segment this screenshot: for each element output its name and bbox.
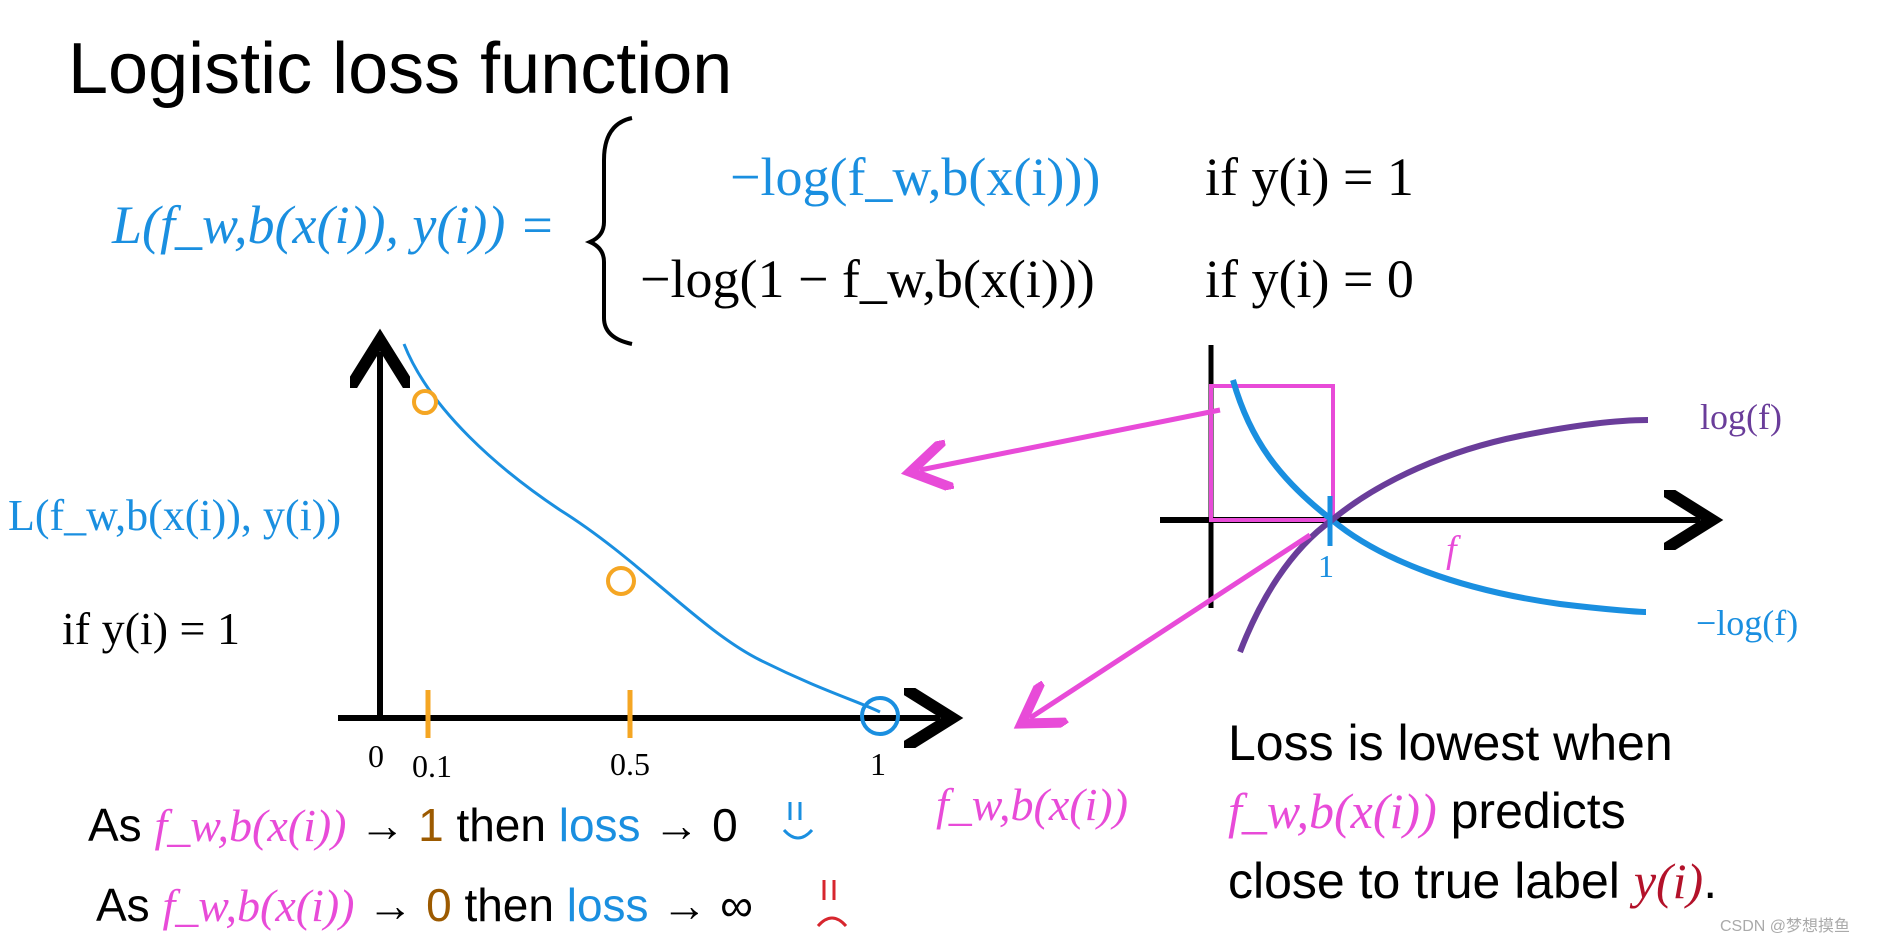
- statement2-prefix: As: [96, 879, 150, 931]
- statement1-arrow1: →: [359, 799, 406, 851]
- pink-arrow-upper: [920, 407, 1221, 470]
- statement2-val: 0: [426, 879, 452, 931]
- statement1-result: 0: [712, 799, 738, 851]
- highlight-box: [1209, 384, 1335, 522]
- log-curve: [1237, 417, 1649, 654]
- statement-line2: As f_w,b(x(i)) → 0 then loss → ∞: [96, 878, 753, 932]
- statement-line1: As f_w,b(x(i)) → 1 then loss → 0: [88, 798, 738, 852]
- note-close: close to true label: [1228, 853, 1620, 909]
- log-f-label: log(f): [1700, 397, 1782, 437]
- statement1-loss: loss: [558, 799, 641, 851]
- equation-case1-expr: −log(f_w,b(x(i))): [730, 147, 1101, 207]
- watermark: CSDN @梦想摸鱼: [1720, 918, 1851, 935]
- tick-label-0.5: 0.5: [610, 746, 650, 782]
- smile-icon: [782, 802, 814, 840]
- pink-arrow-lower: [1030, 532, 1312, 718]
- note-func: f_w,b(x(i)): [1228, 783, 1437, 839]
- statement1-prefix: As: [88, 799, 142, 851]
- note-period: .: [1703, 853, 1718, 909]
- point-0.5: [606, 566, 636, 596]
- left-plot-condition: if y(i) = 1: [62, 603, 240, 654]
- f-expression-label: f_w,b(x(i)): [936, 779, 1129, 830]
- note-var: y(i): [1633, 853, 1704, 909]
- note-predicts: predicts: [1450, 783, 1626, 839]
- neg-log-f-label: −log(f): [1696, 603, 1799, 643]
- note-line3: close to true label y(i).: [1228, 852, 1717, 910]
- statement2-loss: loss: [566, 879, 649, 931]
- point-1: [860, 696, 900, 736]
- note-line1: Loss is lowest when: [1228, 715, 1673, 771]
- equation-case2-expr: −log(1 − f_w,b(x(i))): [640, 249, 1095, 309]
- point-0.1: [412, 389, 438, 415]
- tick-label-0.1: 0.1: [412, 748, 452, 784]
- equation-lhs: L(f_w,b(x(i)), y(i)) =: [112, 195, 556, 255]
- statement2-result: ∞: [720, 879, 753, 931]
- neg-log-curve: [1230, 379, 1647, 615]
- equation-case2-cond: if y(i) = 0: [1205, 249, 1414, 309]
- statement2-func: f_w,b(x(i)): [162, 880, 355, 931]
- statement1-func: f_w,b(x(i)): [154, 800, 347, 851]
- tick-label-1: 1: [870, 746, 886, 782]
- tick-label-0: 0: [368, 738, 384, 774]
- statement2-then: then: [464, 879, 554, 931]
- statement2-arrow2: →: [661, 879, 708, 931]
- equation-brace: [584, 116, 633, 346]
- statement1-then: then: [456, 799, 546, 851]
- statement2-arrow1: →: [367, 879, 414, 931]
- note-line2: f_w,b(x(i)) predicts: [1228, 782, 1626, 840]
- loss-curve: [402, 343, 881, 714]
- left-plot-ylabel: L(f_w,b(x(i)), y(i)): [8, 491, 342, 540]
- statement1-arrow2: →: [653, 799, 700, 851]
- page-title: Logistic loss function: [68, 29, 733, 109]
- equation-case1-cond: if y(i) = 1: [1205, 147, 1414, 207]
- f-axis-label: f: [1446, 529, 1457, 571]
- tick-one-label: 1: [1318, 548, 1334, 584]
- frown-icon: [816, 880, 848, 928]
- statement1-val: 1: [418, 799, 444, 851]
